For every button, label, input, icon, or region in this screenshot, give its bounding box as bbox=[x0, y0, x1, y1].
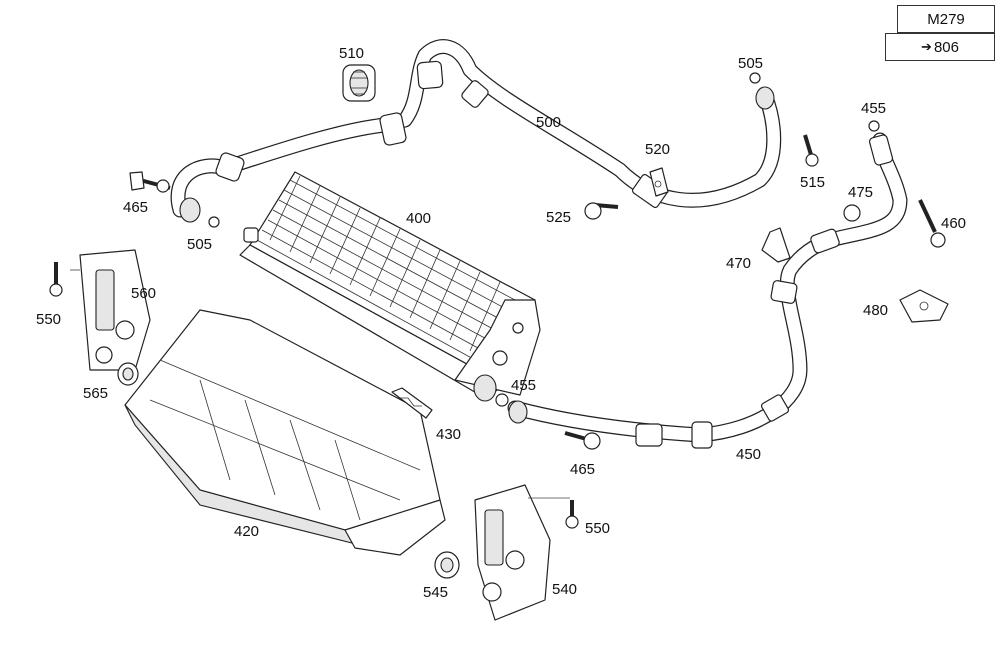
callout-455-left: 455 bbox=[511, 377, 536, 394]
bracket-560 bbox=[79, 249, 151, 371]
seal-455-right bbox=[868, 120, 880, 132]
bracket-540 bbox=[474, 484, 551, 621]
intercooler-400 bbox=[239, 171, 541, 402]
connector-510 bbox=[342, 64, 376, 102]
callout-420: 420 bbox=[234, 523, 259, 540]
grommet-545 bbox=[434, 551, 460, 579]
grommet-565 bbox=[117, 362, 139, 386]
bolt-515 bbox=[803, 134, 819, 167]
callout-labels: 510 500 505 455 520 515 475 465 400 525 … bbox=[36, 45, 966, 601]
bracket-470 bbox=[761, 227, 791, 263]
group-reference-box: ➔ 806 bbox=[885, 33, 995, 61]
leader-lines bbox=[70, 269, 570, 499]
hose-450 bbox=[507, 132, 908, 449]
bolt-465-lower bbox=[564, 431, 601, 450]
bolt-550-right bbox=[565, 500, 579, 529]
seal-505-left bbox=[208, 216, 220, 228]
callout-545: 545 bbox=[423, 584, 448, 601]
bracket-520 bbox=[649, 167, 669, 197]
model-reference-box: M279 bbox=[897, 5, 995, 33]
callout-550-right: 550 bbox=[585, 520, 610, 537]
model-code: M279 bbox=[927, 10, 965, 28]
air-duct-420 bbox=[124, 309, 446, 556]
callout-560: 560 bbox=[131, 285, 156, 302]
seal-455-left bbox=[495, 393, 509, 407]
callout-465-lower: 465 bbox=[570, 461, 595, 478]
bolt-550-left bbox=[49, 262, 63, 297]
callout-450: 450 bbox=[736, 446, 761, 463]
bolt-475 bbox=[843, 204, 861, 222]
callout-505-right: 505 bbox=[738, 55, 763, 72]
callout-455-right: 455 bbox=[861, 100, 886, 117]
callout-500: 500 bbox=[536, 114, 561, 131]
callout-510: 510 bbox=[339, 45, 364, 62]
callout-565: 565 bbox=[83, 385, 108, 402]
callout-470: 470 bbox=[726, 255, 751, 272]
seal-505-right bbox=[749, 72, 761, 84]
callout-520: 520 bbox=[645, 141, 670, 158]
callout-480: 480 bbox=[863, 302, 888, 319]
group-arrow-icon: ➔ bbox=[921, 39, 932, 54]
group-code: 806 bbox=[933, 38, 959, 56]
callout-550-left: 550 bbox=[36, 311, 61, 328]
bolt-465-upper bbox=[129, 171, 171, 193]
callout-525: 525 bbox=[546, 209, 571, 226]
clamp-480 bbox=[899, 289, 949, 323]
bolt-460 bbox=[918, 199, 946, 248]
callout-460: 460 bbox=[941, 215, 966, 232]
callout-505-left: 505 bbox=[187, 236, 212, 253]
hose-500 bbox=[170, 39, 782, 223]
callout-540: 540 bbox=[552, 581, 577, 598]
callout-400: 400 bbox=[406, 210, 431, 227]
callout-515: 515 bbox=[800, 174, 825, 191]
bolt-525 bbox=[584, 202, 619, 220]
clip-430 bbox=[391, 387, 433, 419]
callout-475: 475 bbox=[848, 184, 873, 201]
callout-430: 430 bbox=[436, 426, 461, 443]
callout-465-upper: 465 bbox=[123, 199, 148, 216]
